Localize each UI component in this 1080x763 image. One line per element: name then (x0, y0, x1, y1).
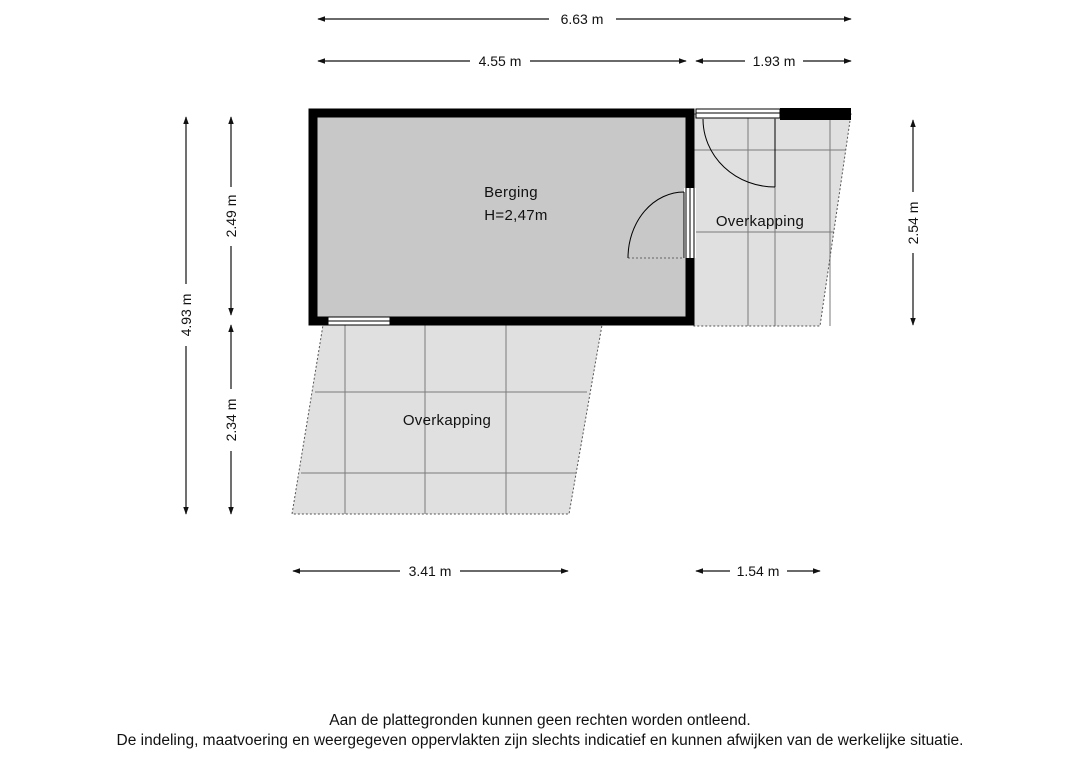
disclaimer: Aan de plattegronden kunnen geen rechten… (0, 711, 1080, 751)
dimension-right-bottom-width: 1.54 m (695, 563, 821, 579)
dimension-right-width: 1.93 m (695, 53, 852, 69)
overkapping-top-wall (695, 108, 851, 188)
overkapping-right-label: Overkapping (716, 213, 804, 230)
disclaimer-line-1: Aan de plattegronden kunnen geen rechten… (329, 712, 751, 729)
dimension-berging-width: 4.55 m (317, 53, 687, 69)
dimension-total-height: 4.93 m (178, 116, 194, 515)
dimension-right-height: 2.54 m (905, 119, 921, 326)
dimension-right-height-label: 2.54 m (905, 202, 921, 245)
disclaimer-line-2: De indeling, maatvoering en weergegeven … (116, 732, 964, 749)
berging-label: Berging (484, 184, 538, 201)
dimension-right-width-label: 1.93 m (753, 53, 796, 69)
dimension-berging-height-label: 2.49 m (223, 195, 239, 238)
dimension-total-height-label: 4.93 m (178, 294, 194, 337)
dimension-bottom-height-label: 2.34 m (223, 399, 239, 442)
berging-room (308, 108, 696, 326)
overkapping-bottom-label: Overkapping (403, 412, 491, 429)
dimension-bottom-width-label: 3.41 m (409, 563, 452, 579)
dimension-berging-height: 2.49 m (223, 116, 239, 316)
dimension-bottom-height: 2.34 m (223, 324, 239, 515)
berging-height-label: H=2,47m (484, 207, 547, 224)
dimension-right-bottom-width-label: 1.54 m (737, 563, 780, 579)
dimension-total-width: 6.63 m (317, 11, 852, 27)
dimension-bottom-width: 3.41 m (292, 563, 569, 579)
dimension-berging-width-label: 4.55 m (479, 53, 522, 69)
dimension-total-width-label: 6.63 m (561, 11, 604, 27)
